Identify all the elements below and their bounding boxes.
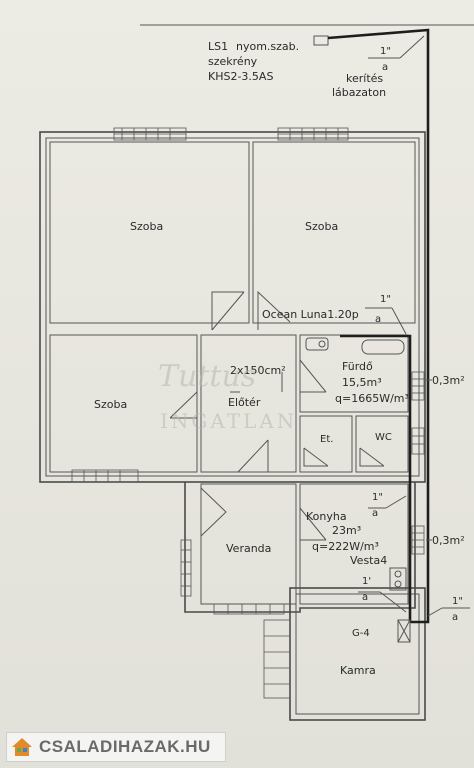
label-szekreny: szekrény [208, 55, 258, 68]
stove-burner-2 [394, 580, 402, 588]
label-nyom-szab: nyom.szab. [236, 40, 299, 53]
label-szoba-1: Szoba [130, 220, 163, 233]
area-callout [426, 379, 432, 541]
room-wc [355, 415, 409, 473]
label-ocean-luna: Ocean Luna1.20p [262, 308, 359, 321]
site-logo-text: CSALADIHAZAK.HU [39, 737, 211, 756]
watermark-logo: Tuttus [158, 359, 256, 394]
door-veranda [200, 487, 227, 537]
door-konyha [299, 507, 327, 541]
label-kerites: kerítés [346, 72, 383, 85]
label-pipe-a-k: a [372, 508, 378, 519]
site-logo[interactable]: CSALADIHAZAK.HU [6, 732, 226, 762]
house-inner-wall [45, 137, 420, 477]
label-pipe-size-mid: 1" [380, 294, 391, 305]
gas-meter-cross-2 [397, 619, 411, 643]
room-konyha [299, 483, 409, 605]
window-top-1 [113, 127, 187, 141]
label-szoba-3: Szoba [94, 398, 127, 411]
boiler-unit [305, 337, 329, 351]
label-pipe-a-mid: a [375, 314, 381, 325]
label-veranda: Veranda [226, 542, 271, 555]
lower-wing-wall [184, 482, 416, 613]
label-pipe-size-v: 1' [362, 576, 371, 587]
pipe-callout-right [427, 607, 470, 617]
door-furdo [299, 359, 327, 393]
kamra-inner-wall [295, 593, 420, 715]
door-szoba3 [169, 391, 198, 419]
house-outer-wall [39, 131, 426, 483]
label-khs2: KHS2-3.5AS [208, 70, 273, 83]
door-entrance [211, 290, 291, 331]
window-left-veranda [180, 539, 192, 597]
window-right-furdo [411, 371, 425, 401]
pressure-regulator-box [313, 35, 329, 46]
steps-kamra [263, 619, 291, 699]
window-right-wc [411, 427, 425, 455]
label-szoba-2: Szoba [305, 220, 338, 233]
label-pipe-a-v: a [362, 592, 368, 603]
room-et [299, 415, 353, 473]
window-bottom-szoba [71, 469, 139, 483]
label-pipe-a-r: a [452, 612, 458, 623]
label-furdo-volume: 15,5m³ [342, 376, 382, 389]
label-ls1: LS1 [208, 40, 228, 53]
room-szoba-1 [49, 141, 250, 324]
gas-meter-g4 [397, 619, 411, 643]
door-et [303, 447, 329, 467]
label-area-2: 0,3m² [432, 534, 465, 547]
window-right-konyha [411, 525, 425, 555]
label-furdo: Fürdő [342, 360, 373, 373]
label-konyha-volume: 23m³ [332, 524, 361, 537]
label-pipe-size-k: 1" [372, 492, 383, 503]
house-icon [12, 738, 32, 756]
label-wc: WC [375, 432, 392, 443]
label-pipe-size-top: 1" [380, 46, 391, 57]
label-pipe-a-top: a [382, 62, 388, 73]
watermark-text: INGATLAN [160, 409, 297, 433]
pipe-callout-mid [365, 307, 407, 335]
window-bottom-veranda [213, 603, 285, 615]
label-area-1: 0,3m² [432, 374, 465, 387]
gas-pipe-main [327, 28, 430, 624]
label-kamra: Kamra [340, 664, 376, 677]
stove-burner-1 [394, 570, 402, 578]
gas-stove [389, 567, 407, 591]
label-g4: G-4 [352, 628, 370, 639]
label-pipe-size-r: 1" [452, 596, 463, 607]
label-et: Et. [320, 434, 333, 445]
label-labazaton: lábazaton [332, 86, 386, 99]
label-radiator: 2x150cm² [230, 364, 286, 377]
door-wc [359, 447, 385, 467]
window-top-2 [277, 127, 349, 141]
pipe-callout-konyha [368, 495, 407, 509]
label-furdo-q: q=1665W/m³ [335, 392, 409, 405]
bathtub [361, 339, 405, 355]
label-konyha-q: q=222W/m³ [312, 540, 379, 553]
boiler-dial [318, 340, 326, 348]
room-szoba-2 [252, 141, 416, 324]
label-eloter: Előtér [228, 396, 261, 409]
door-eloter [237, 439, 269, 473]
label-vesta: Vesta4 [350, 554, 387, 567]
gas-pipe-branch [340, 334, 412, 622]
label-konyha: Konyha [306, 510, 347, 523]
pipe-callout-top [368, 35, 425, 59]
pipe-callout-vesta [358, 591, 407, 613]
